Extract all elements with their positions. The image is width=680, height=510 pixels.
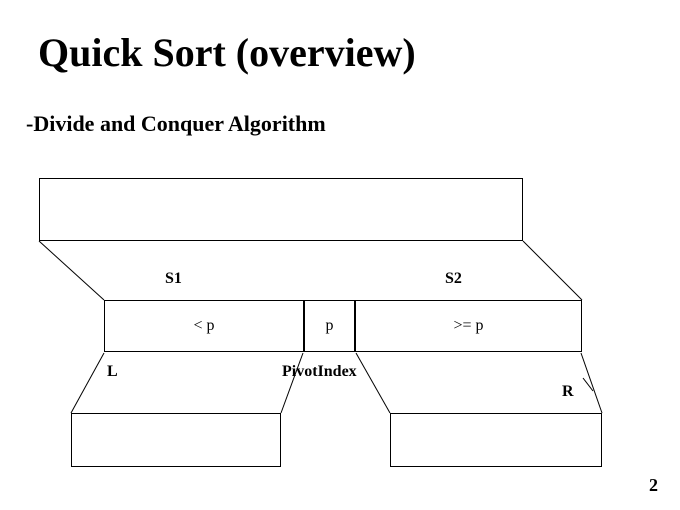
slide-number: 2 — [649, 475, 658, 495]
unsorted-array-box — [39, 178, 523, 241]
partition-less-than-pivot: < p — [104, 300, 304, 352]
label-s1: S1 — [165, 270, 182, 287]
label-pivot-index: PivotIndex — [282, 363, 357, 380]
bullet-dash: - — [26, 111, 34, 136]
label-right-bound: R — [562, 383, 574, 400]
partition-greater-equal-pivot-label: >= p — [453, 317, 484, 334]
partition-pivot: p — [304, 300, 355, 352]
right-subarray-box — [390, 413, 602, 467]
subtitle-line: -Divide and Conquer Algorithm — [26, 110, 326, 138]
partition-greater-equal-pivot: >= p — [355, 300, 582, 352]
subtitle-text: Divide and Conquer Algorithm — [33, 111, 326, 136]
partition-less-than-pivot-label: < p — [193, 317, 215, 334]
label-s2: S2 — [445, 270, 462, 287]
page-title: Quick Sort (overview) — [38, 30, 416, 75]
label-left-bound: L — [107, 363, 118, 380]
partition-pivot-label: p — [325, 317, 334, 334]
left-subarray-box — [71, 413, 281, 467]
